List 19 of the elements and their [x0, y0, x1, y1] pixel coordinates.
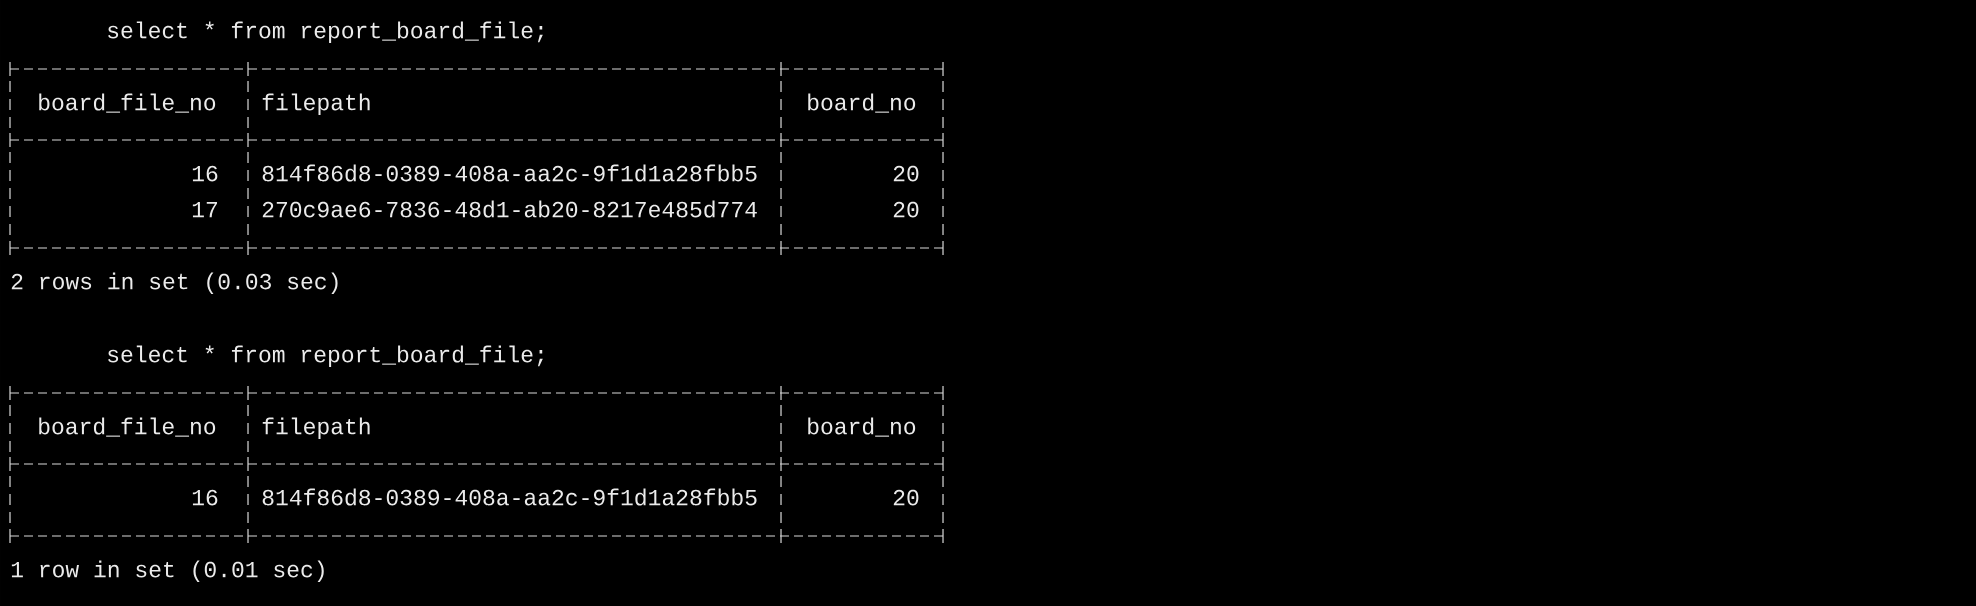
result-summary: 1 row in set (0.01 sec)	[11, 560, 324, 582]
table-cell: 16	[192, 489, 218, 506]
table-cell: 20	[893, 165, 919, 182]
command-text: select * from report_board_file;	[108, 21, 543, 43]
column-header: board_file_no	[39, 93, 216, 113]
table-cell: 20	[893, 201, 919, 218]
table-cell: 814f86d8-0389-408a-aa2c-9f1d1a28fbb5	[262, 488, 757, 506]
column-header: filepath	[262, 93, 370, 115]
column-header: board_file_no	[39, 417, 216, 437]
column-header: board_no	[808, 417, 916, 437]
table-cell: 270c9ae6-7836-48d1-ab20-8217e485d774	[262, 200, 757, 218]
command-text: select * from report_board_file;	[108, 345, 543, 367]
table-cell: 814f86d8-0389-408a-aa2c-9f1d1a28fbb5	[262, 164, 757, 182]
table-cell: 17	[192, 202, 217, 218]
column-header: filepath	[262, 417, 370, 439]
table-cell: 20	[893, 489, 919, 506]
column-header: board_no	[808, 93, 916, 113]
result-summary: 2 rows in set (0.03 sec)	[11, 272, 338, 294]
table-cell: 16	[192, 165, 218, 182]
